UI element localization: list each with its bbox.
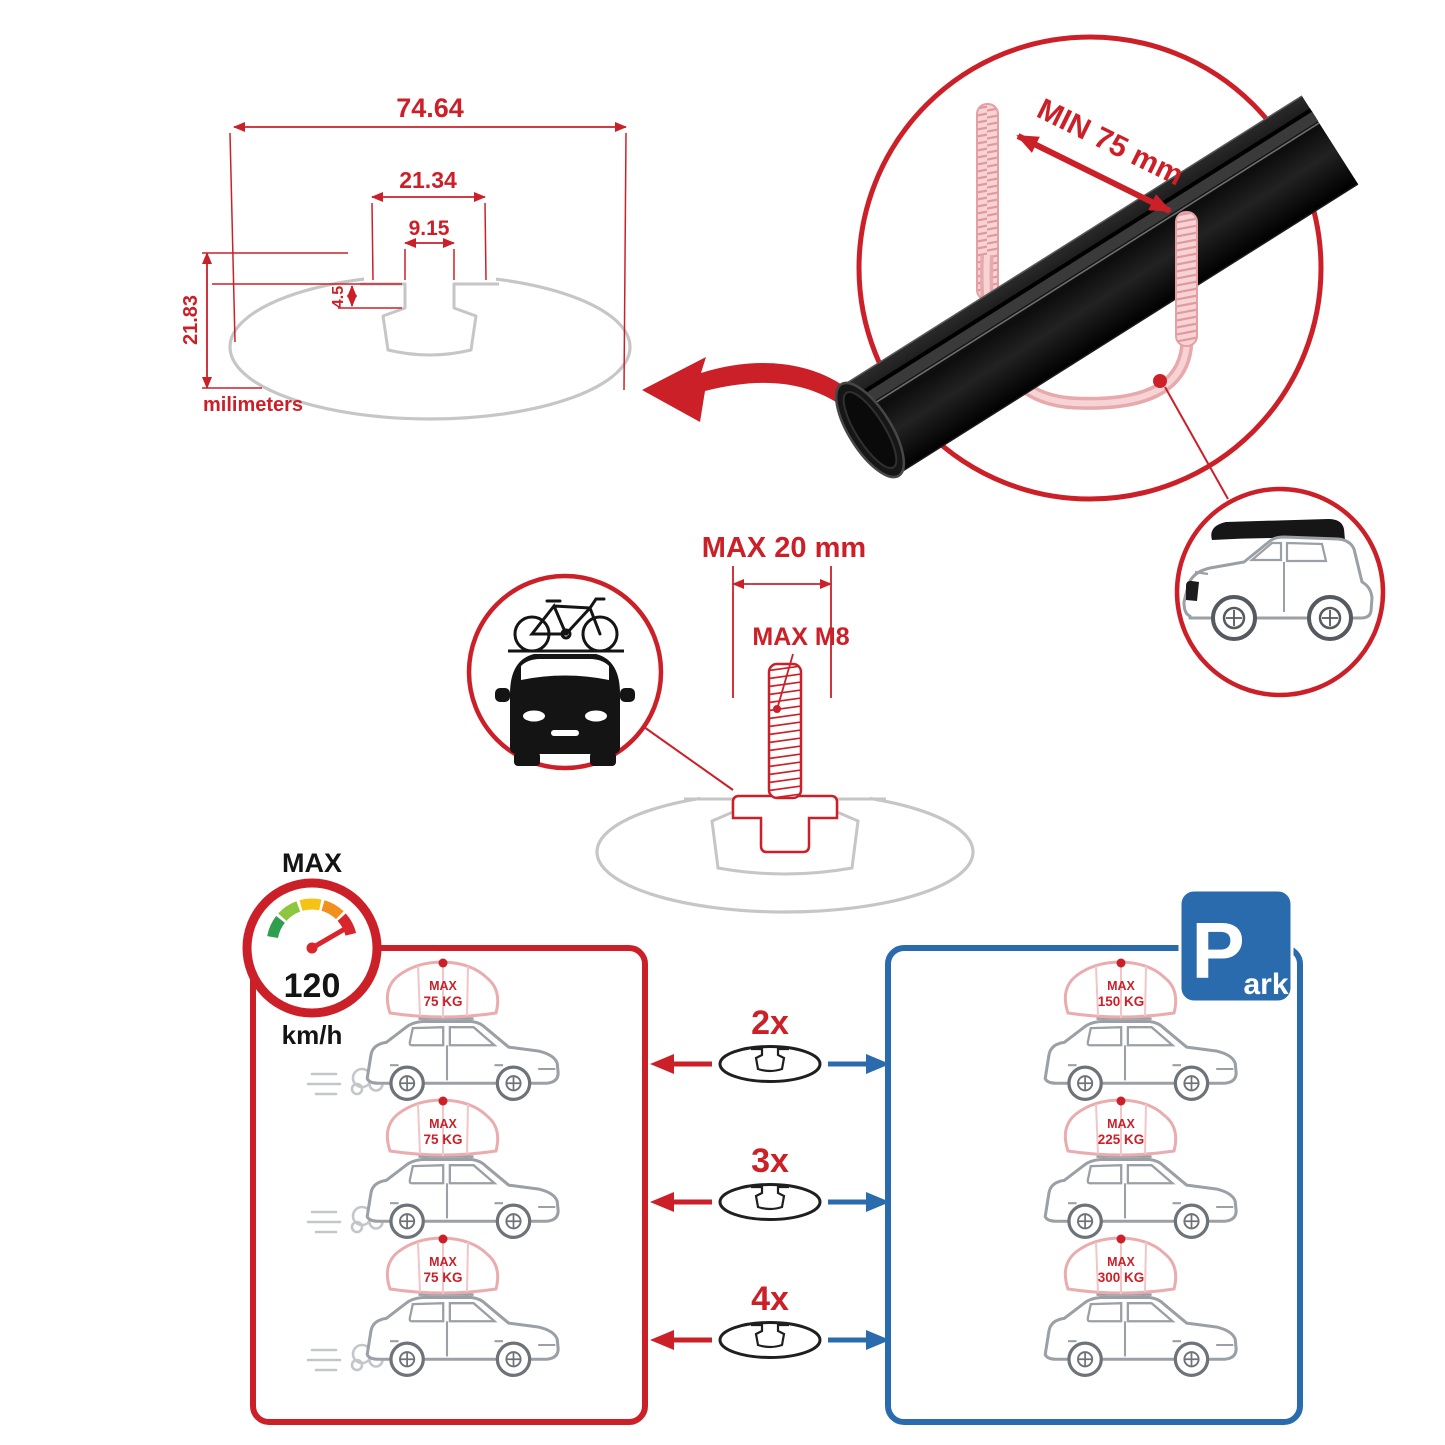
speedometer-gauge	[267, 898, 357, 939]
mounting-bolt	[767, 662, 803, 800]
speed-value: 120	[284, 967, 341, 1005]
bolt-detail: MAX 20 mm MAX M8	[595, 532, 975, 914]
parking-sign-letter: P	[1191, 906, 1244, 995]
count-row-1: 2x	[650, 1004, 890, 1083]
driving-car-1: MAX 75 KG	[306, 957, 560, 1102]
cargo-weight-label: 75 KG	[423, 994, 462, 1009]
suv-front-window	[1249, 541, 1283, 562]
cargo-pod: MAX 75 KG	[385, 957, 500, 1020]
driving-car-3: MAX 75 KG	[306, 1233, 560, 1378]
cargo-pod: MAX 225 KG	[1063, 1095, 1178, 1158]
speedometer-hub	[306, 942, 318, 954]
dim-slot-width-label: 9.15	[409, 217, 450, 240]
parked-car-2: MAX 225 KG	[1043, 1095, 1238, 1240]
parked-car-3: MAX 300 KG	[1043, 1233, 1238, 1378]
multiplier-label-3: 4x	[751, 1280, 789, 1318]
cargo-max-label: MAX	[429, 1255, 457, 1269]
cargo-pod: MAX 150 KG	[1063, 957, 1178, 1020]
cargo-max-label: MAX	[1107, 1255, 1135, 1269]
cargo-weight-label: 75 KG	[423, 1132, 462, 1147]
bar-cross-section-icon	[718, 1045, 822, 1083]
cross-section-drawing: 74.64 21.34 9.15 4.5 21.83 milimeters	[180, 93, 632, 421]
bar-cross-section-icon	[718, 1183, 822, 1221]
max-length-label: MAX 20 mm	[702, 532, 866, 564]
min-spacing-arrow	[1016, 133, 1172, 214]
t-slot-nut	[731, 794, 839, 854]
speed-limit-badge: MAX 120 km/h	[242, 848, 382, 1050]
suv-wheel-front	[1211, 595, 1257, 641]
bike-car-badge	[466, 573, 734, 791]
detail-circle	[856, 34, 1324, 502]
parking-sign-suffix: ark	[1243, 968, 1288, 1001]
car-front-icon	[495, 654, 635, 766]
dim-slot-depth-label: 4.5	[330, 286, 347, 308]
connector-line	[1164, 386, 1229, 500]
cargo-max-label: MAX	[1107, 979, 1135, 993]
arrow-right-icon	[866, 1054, 890, 1074]
suv-wheel-rear	[1307, 595, 1353, 641]
dimension-lines	[202, 122, 627, 391]
dim-total-width-label: 74.64	[396, 93, 464, 123]
cargo-weight-label: 300 KG	[1098, 1270, 1145, 1285]
arrow-right-icon	[866, 1192, 890, 1212]
arrow-left-icon	[650, 1330, 674, 1350]
suv-headlight	[1194, 570, 1209, 576]
cargo-pod: MAX 300 KG	[1063, 1233, 1178, 1296]
driving-car-2: MAX 75 KG	[306, 1095, 560, 1240]
arrow-left-icon	[650, 1054, 674, 1074]
count-row-2: 3x	[650, 1142, 890, 1221]
cargo-pod: MAX 75 KG	[385, 1095, 500, 1158]
roof-box	[1211, 519, 1345, 540]
profile-top-mask	[364, 268, 496, 283]
thread-leader-line	[777, 653, 794, 707]
units-label: milimeters	[203, 394, 303, 416]
suv-rear-window	[1285, 541, 1328, 563]
bike-car-leader-line	[643, 726, 734, 791]
parking-sign: P ark	[1178, 888, 1294, 1004]
u-bolt-rear-leg	[1175, 211, 1198, 347]
cargo-weight-label: 225 KG	[1098, 1132, 1145, 1147]
max-length-dimension	[732, 566, 832, 698]
cargo-weight-label: 150 KG	[1098, 994, 1145, 1009]
speed-units: km/h	[282, 1020, 343, 1050]
speedometer-needle	[309, 927, 346, 951]
dim-channel-width-label: 21.34	[399, 167, 457, 193]
suv-grille	[1186, 580, 1199, 601]
parking-load-panel: MAX 150 KG MAX 225 KG MAX 300 KG P ark	[885, 888, 1303, 1425]
parking-sign-plate	[1178, 888, 1294, 1004]
bar-3d-detail: MIN 75 mm	[834, 34, 1359, 502]
cargo-weight-label: 75 KG	[423, 1270, 462, 1285]
dim-total-height-label: 21.83	[180, 295, 202, 345]
suv-roofbox-badge	[1174, 486, 1386, 698]
crossbar-body	[842, 96, 1358, 474]
arrow-right-icon	[866, 1330, 890, 1350]
connector-dot	[1153, 374, 1167, 388]
speed-max-label: MAX	[282, 848, 342, 878]
count-row-3: 4x	[650, 1280, 890, 1359]
crossbar-count-column: 2x 3x 4x	[650, 1004, 890, 1359]
thread-leader-dot	[773, 705, 781, 713]
min-spacing-label: MIN 75 mm	[1032, 93, 1189, 193]
driving-load-panel: MAX 75 KG MAX 75 KG MAX 75 KG	[250, 945, 648, 1425]
max-thread-label: MAX M8	[752, 623, 849, 651]
pointer-arrow	[642, 357, 848, 422]
bar-cross-section-icon	[718, 1321, 822, 1359]
cargo-max-label: MAX	[1107, 1117, 1135, 1131]
cargo-pod: MAX 75 KG	[385, 1233, 500, 1296]
t-slot-channel	[360, 282, 499, 357]
parked-car-1: MAX 150 KG	[1043, 957, 1238, 1102]
multiplier-label-1: 2x	[751, 1004, 789, 1042]
multiplier-label-2: 3x	[751, 1142, 789, 1180]
cargo-max-label: MAX	[429, 1117, 457, 1131]
cargo-max-label: MAX	[429, 979, 457, 993]
arrow-left-icon	[650, 1192, 674, 1212]
